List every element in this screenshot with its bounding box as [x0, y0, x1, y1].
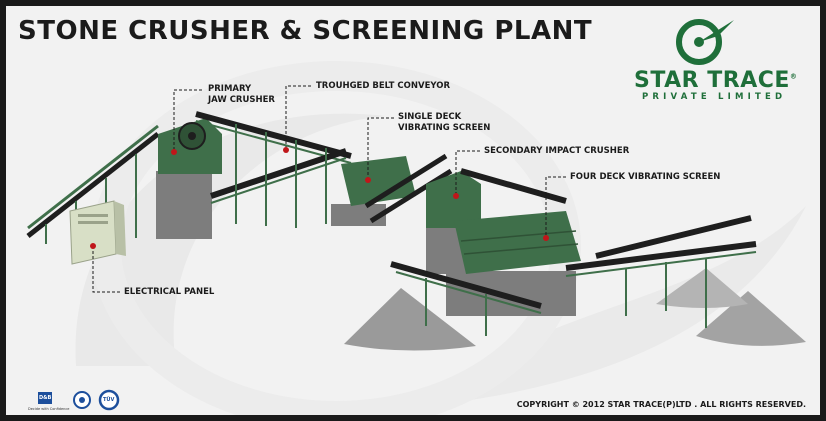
aggregate-pile-right	[696, 291, 806, 346]
aggregate-pile-left	[344, 288, 476, 351]
primary-jaw-crusher	[156, 118, 222, 239]
dnb-badge	[38, 392, 52, 404]
label-electrical-panel: ELECTRICAL PANEL	[124, 287, 215, 297]
marker-four-deck-screen	[543, 235, 549, 241]
electrical-panel	[69, 200, 126, 265]
aggregate-pile-middle	[656, 268, 748, 308]
dnb-tagline: Decide with Confidence	[28, 407, 70, 411]
single-deck-vibrating-screen	[331, 153, 453, 226]
marker-impact-crusher	[453, 193, 459, 199]
plant-illustration	[26, 19, 806, 415]
label-single-deck-vibrating-screen: SINGLE DECK VIBRATING SCREEN	[398, 112, 491, 133]
secondary-impact-crusher	[426, 168, 567, 274]
label-four-deck-vibrating-screen: FOUR DECK VIBRATING SCREEN	[570, 172, 721, 182]
star-trace-emblem	[676, 19, 734, 65]
company-logo-name: STAR TRACE®	[634, 68, 798, 93]
component-markers	[90, 147, 549, 249]
marker-electrical-panel	[90, 243, 96, 249]
discharge-conveyors	[390, 215, 757, 336]
company-logo-subtitle: PRIVATE LIMITED	[642, 92, 787, 102]
four-deck-vibrating-screen	[446, 211, 581, 316]
page-title: STONE CRUSHER & SCREENING PLANT	[18, 16, 593, 46]
marker-jaw-crusher	[171, 149, 177, 155]
certification-badges	[38, 389, 120, 411]
tuv-badge	[98, 389, 120, 411]
marker-single-deck-screen	[365, 177, 371, 183]
label-secondary-impact-crusher: SECONDARY IMPACT CRUSHER	[484, 146, 630, 156]
callout-leaders	[92, 85, 566, 293]
troughed-belt-conveyor	[195, 111, 352, 228]
dnb-badge-label: D&B	[39, 395, 52, 401]
copyright-notice: COPYRIGHT © 2012 STAR TRACE(P)LTD . ALL …	[516, 400, 806, 409]
label-troughed-belt-conveyor: TROUHGED BELT CONVEYOR	[316, 81, 451, 91]
tuv-badge-label: TÜV	[103, 397, 115, 403]
marker-belt-conveyor	[283, 147, 289, 153]
label-primary-jaw-crusher: PRIMARY JAW CRUSHER	[208, 84, 275, 105]
